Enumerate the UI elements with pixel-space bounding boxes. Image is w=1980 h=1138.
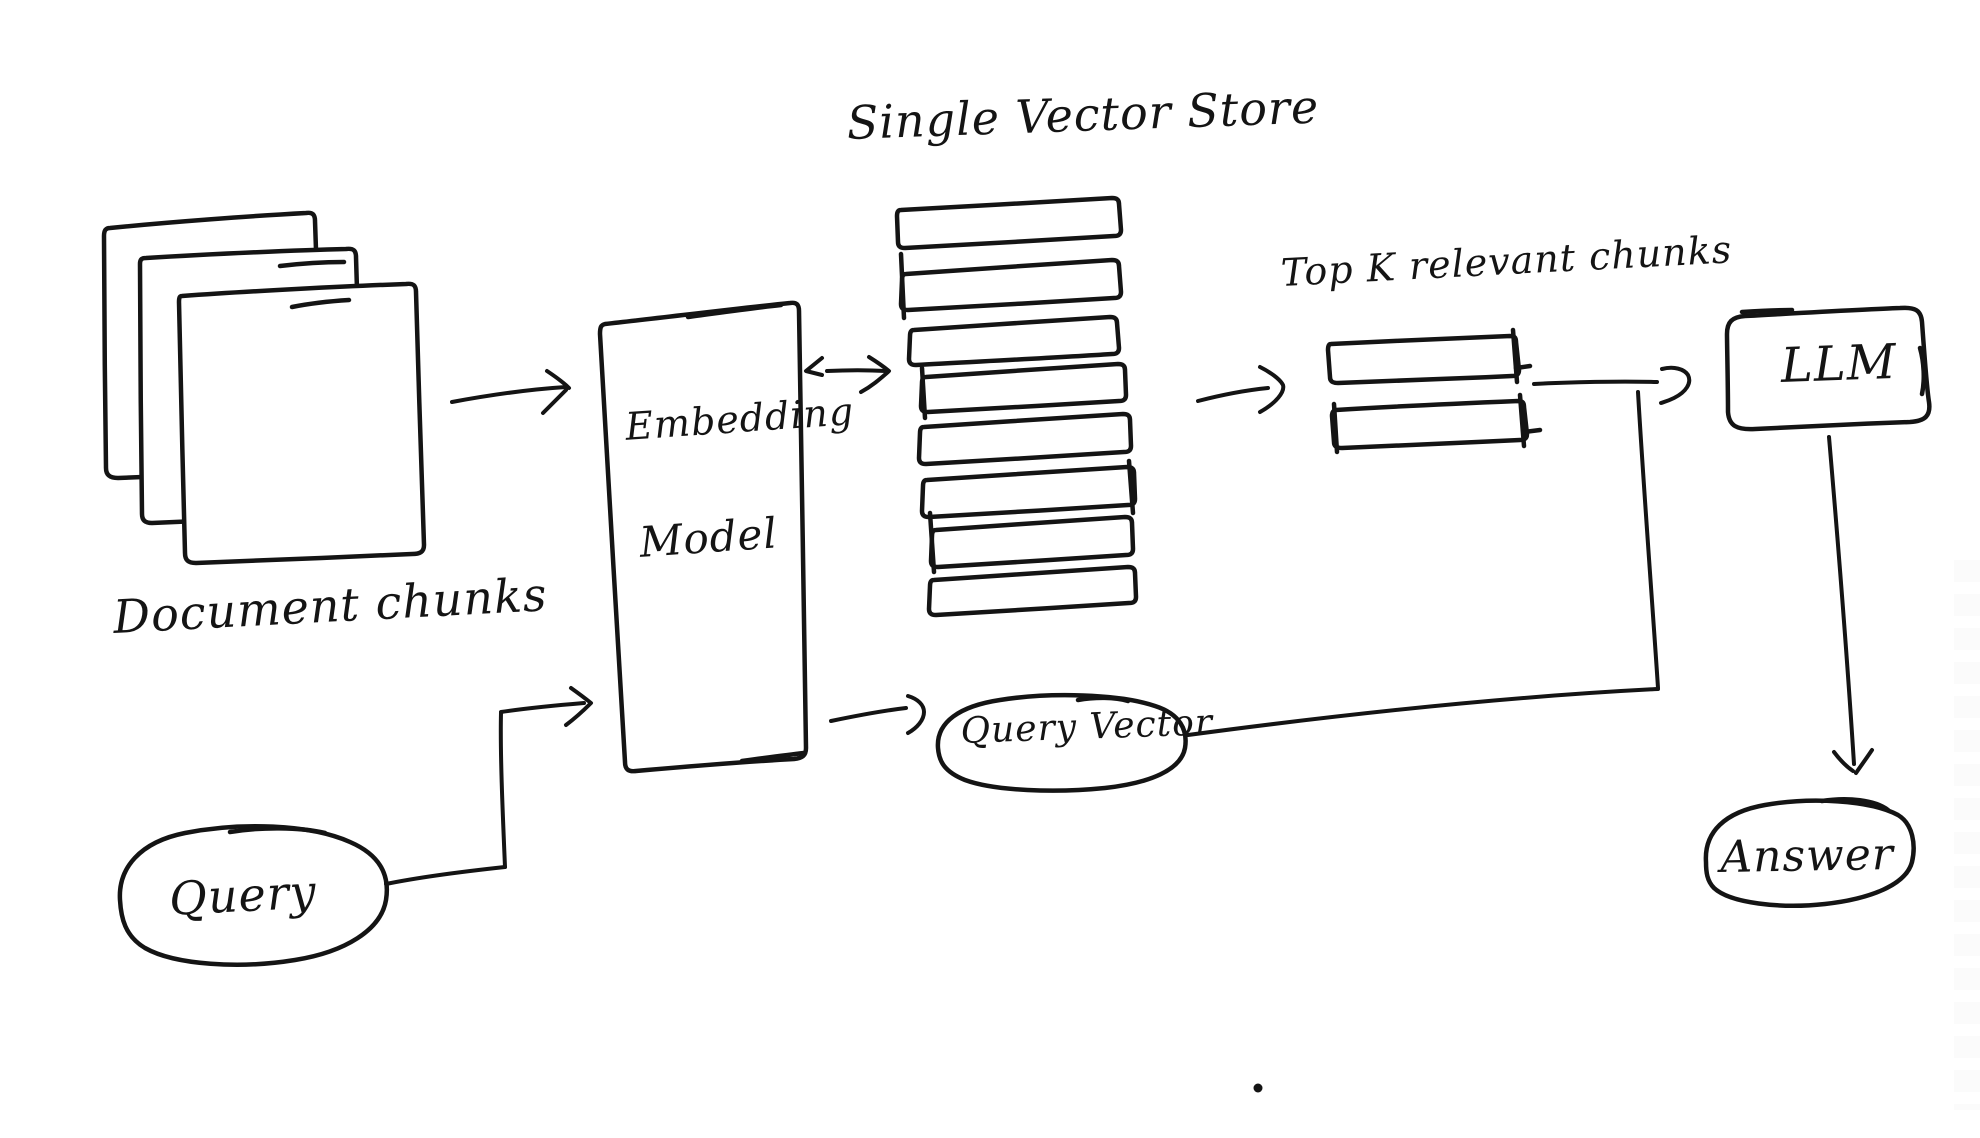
topk-bars	[1325, 327, 1543, 455]
arrow-store-to-topk	[1196, 365, 1286, 414]
answer-ellipse	[1703, 797, 1916, 908]
query-vector-ellipse	[935, 692, 1188, 793]
arrow-embedding-to-queryvector	[829, 694, 926, 735]
query-label: Query	[167, 864, 318, 926]
connector-query-to-embedding	[384, 686, 593, 886]
embedding-label-line2: Model	[637, 508, 780, 567]
document-stack-shape	[101, 210, 427, 566]
query-vector-label: Query Vector	[959, 702, 1214, 752]
query-ellipse	[117, 824, 390, 967]
vector-store-bars	[894, 195, 1139, 618]
arrow-docs-to-embedding	[450, 369, 571, 415]
arrow-llm-to-answer	[1827, 435, 1874, 775]
arrow-embedding-to-store	[804, 355, 891, 394]
answer-label: Answer	[1719, 828, 1895, 883]
faint-edge-artifact	[1954, 560, 1980, 1110]
embedding-model-box	[597, 300, 809, 774]
llm-label: LLM	[1779, 333, 1898, 394]
connector-queryvector-to-llm	[1186, 390, 1660, 737]
arrow-topk-to-llm	[1532, 365, 1692, 405]
llm-box	[1724, 305, 1932, 432]
stray-dot	[1253, 1083, 1263, 1093]
